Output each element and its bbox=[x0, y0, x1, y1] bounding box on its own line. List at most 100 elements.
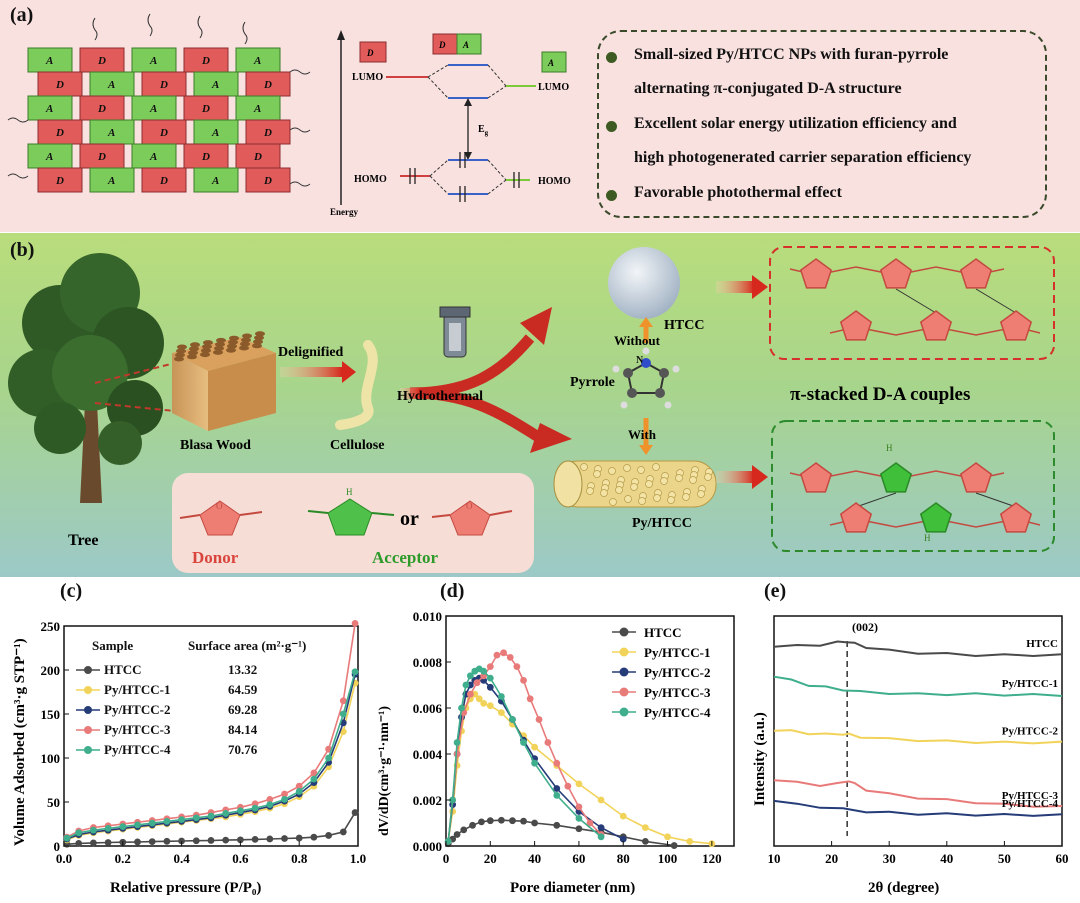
furan-ring bbox=[799, 258, 833, 289]
data-point bbox=[670, 842, 678, 849]
data-point bbox=[444, 838, 452, 845]
data-point bbox=[641, 824, 649, 831]
plot-frame bbox=[63, 625, 359, 847]
data-point bbox=[475, 695, 483, 703]
data-point bbox=[310, 833, 318, 841]
wood-pore bbox=[255, 331, 265, 337]
acceptor-block bbox=[89, 167, 135, 193]
wood-pore bbox=[189, 346, 199, 352]
side-chain bbox=[7, 173, 29, 179]
y-tick-label: 200 bbox=[41, 663, 61, 678]
legend-series-name: Py/HTCC-3 bbox=[104, 722, 171, 737]
furan-ring bbox=[799, 462, 833, 493]
legend-series-name: HTCC bbox=[104, 662, 142, 677]
data-point bbox=[222, 836, 230, 844]
data-point bbox=[553, 759, 561, 767]
series-label: Py/HTCC-2 bbox=[1002, 726, 1059, 738]
data-point bbox=[466, 672, 474, 680]
x-tick-label: 80 bbox=[617, 851, 630, 866]
x-tick-label: 20 bbox=[825, 851, 838, 866]
x-axis-label: Pore diameter (nm) bbox=[510, 880, 635, 896]
x-tick-label: 0.4 bbox=[173, 851, 190, 866]
stacked-da-label: π-stacked D-A couples bbox=[790, 384, 970, 405]
balsa-wood-block bbox=[172, 337, 276, 431]
data-point bbox=[497, 709, 505, 716]
data-point bbox=[351, 619, 359, 627]
side-chain bbox=[7, 117, 29, 123]
data-point bbox=[597, 824, 605, 831]
data-point bbox=[266, 801, 274, 809]
fiber-bead bbox=[697, 490, 705, 498]
wood-pore bbox=[216, 337, 226, 343]
wood-pore bbox=[200, 352, 210, 358]
block-letter: A bbox=[107, 79, 115, 91]
data-point bbox=[509, 716, 516, 723]
homo-right-label: HOMO bbox=[538, 176, 571, 187]
furan-ring bbox=[959, 462, 993, 493]
pyrrole-molecule: N bbox=[612, 347, 680, 409]
plot-frame bbox=[445, 615, 735, 847]
legend-series-name: Py/HTCC-1 bbox=[644, 645, 710, 660]
highlight-line-5: Favorable photothermal effect bbox=[634, 184, 842, 201]
data-point bbox=[641, 838, 649, 845]
y-tick-label: 0.010 bbox=[413, 609, 442, 624]
tree-icon bbox=[8, 253, 164, 503]
couple-chip-donor-letter: D bbox=[438, 40, 446, 50]
block-letter: D bbox=[55, 79, 64, 91]
legend-series-name: Py/HTCC-1 bbox=[104, 682, 170, 697]
data-point bbox=[134, 821, 141, 829]
acceptor-chip bbox=[541, 51, 567, 73]
x-tick-label: 0.6 bbox=[232, 851, 249, 866]
data-point bbox=[486, 702, 494, 710]
data-point bbox=[192, 814, 200, 822]
furan-chain-structure bbox=[789, 258, 1041, 341]
furan-ring bbox=[879, 258, 913, 289]
legend-series-name: Py/HTCC-4 bbox=[104, 742, 171, 757]
wood-label: Blasa Wood bbox=[180, 438, 251, 453]
x-tick-label: 60 bbox=[1056, 851, 1069, 866]
delignified-label: Delignified bbox=[278, 345, 344, 360]
wood-pore bbox=[228, 339, 238, 345]
peak-annotation: (002) bbox=[852, 620, 878, 634]
lumo-right-label: LUMO bbox=[538, 82, 569, 93]
fiber-bead bbox=[609, 498, 617, 506]
data-point bbox=[351, 809, 359, 816]
block-letter: A bbox=[149, 151, 157, 163]
arrow-to-pyhtcc-structure bbox=[752, 465, 768, 489]
data-point bbox=[339, 697, 347, 705]
legend-marker bbox=[84, 726, 92, 734]
acceptor-block bbox=[89, 119, 135, 145]
legend-series-name: Py/HTCC-3 bbox=[644, 685, 711, 700]
block-letter: A bbox=[211, 175, 219, 187]
fiber-bead bbox=[675, 474, 683, 482]
data-point bbox=[493, 651, 501, 659]
data-point bbox=[104, 825, 112, 832]
data-point bbox=[75, 839, 83, 847]
data-point bbox=[251, 804, 259, 812]
data-point bbox=[222, 810, 230, 817]
side-chain bbox=[92, 17, 98, 41]
lumo-left-label: LUMO bbox=[352, 72, 383, 83]
data-point bbox=[266, 795, 274, 803]
data-point bbox=[520, 817, 527, 825]
donor-block bbox=[37, 71, 83, 97]
fiber-bead bbox=[608, 467, 616, 475]
x-tick-label: 0.0 bbox=[56, 851, 72, 866]
block-letter: D bbox=[159, 127, 168, 139]
legend-marker bbox=[619, 627, 629, 637]
surface-area-value: 70.76 bbox=[228, 742, 258, 757]
block-letter: D bbox=[253, 151, 262, 163]
with-pathway-arrow bbox=[409, 387, 543, 443]
wood-pore bbox=[177, 344, 187, 350]
wood-pore bbox=[215, 341, 225, 347]
y-axis-label: dV/dD(cm³·g⁻¹·nm⁻¹) bbox=[377, 706, 392, 836]
acceptor-pyrrole-icon: H bbox=[307, 487, 395, 536]
block-letter: A bbox=[45, 151, 53, 163]
block-letter: D bbox=[201, 55, 210, 67]
acceptor-block bbox=[131, 95, 177, 121]
data-point bbox=[575, 803, 583, 811]
donor-block bbox=[79, 143, 125, 169]
y-tick-label: 0.008 bbox=[413, 655, 443, 670]
data-point bbox=[453, 739, 461, 746]
